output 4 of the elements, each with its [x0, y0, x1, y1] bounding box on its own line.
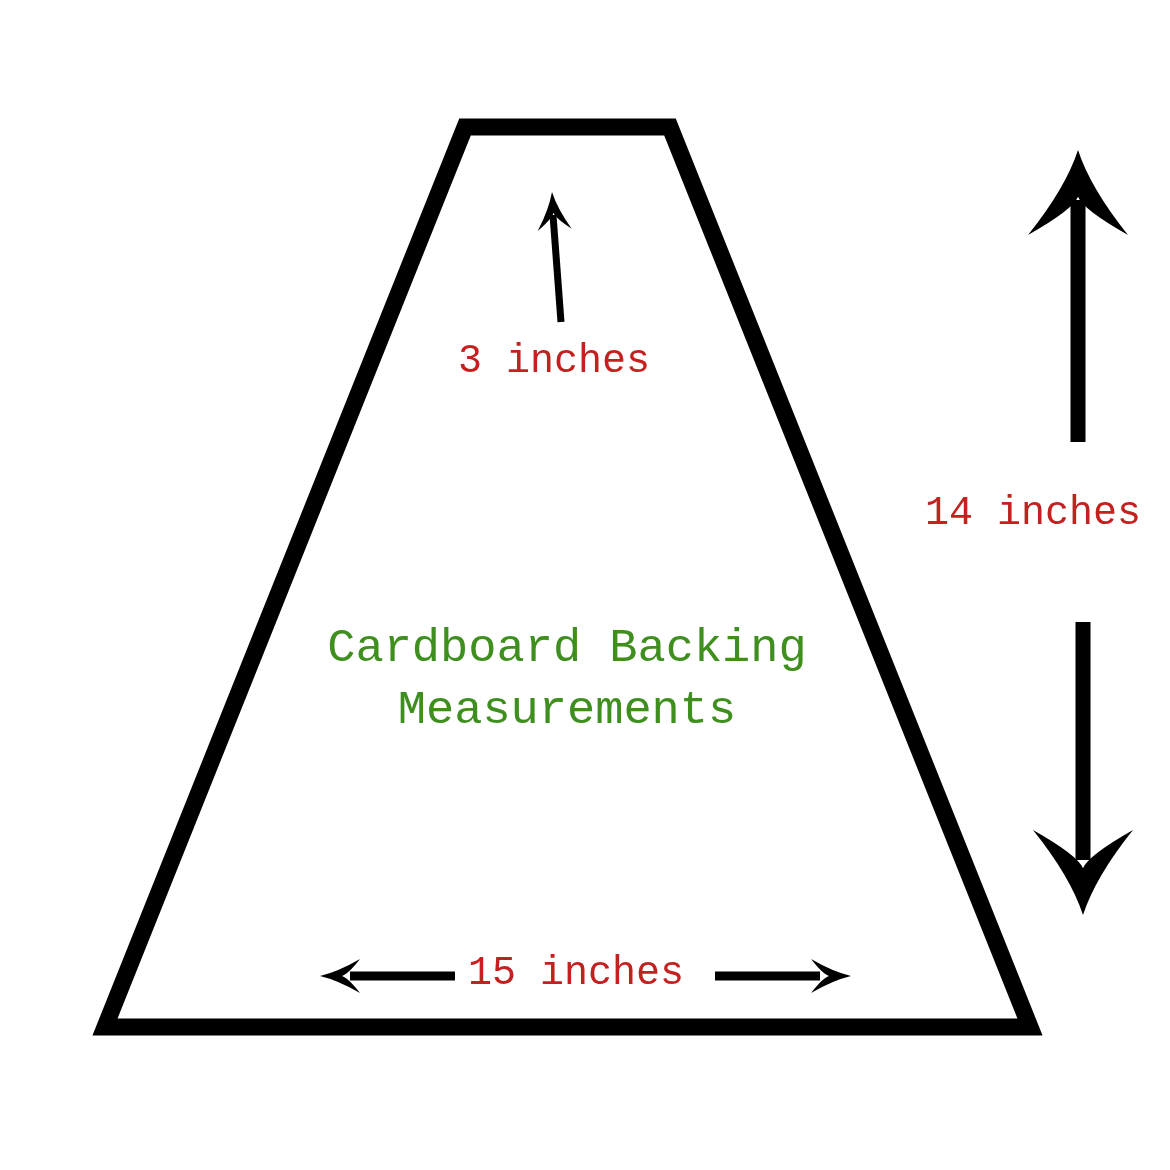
dimension-label: 15 inches	[468, 950, 685, 998]
shape-title: Cardboard Backing Measurements	[326, 621, 808, 739]
dimension-label: 14 inches	[925, 490, 1142, 538]
dimension-label: 3 inches	[458, 338, 651, 386]
